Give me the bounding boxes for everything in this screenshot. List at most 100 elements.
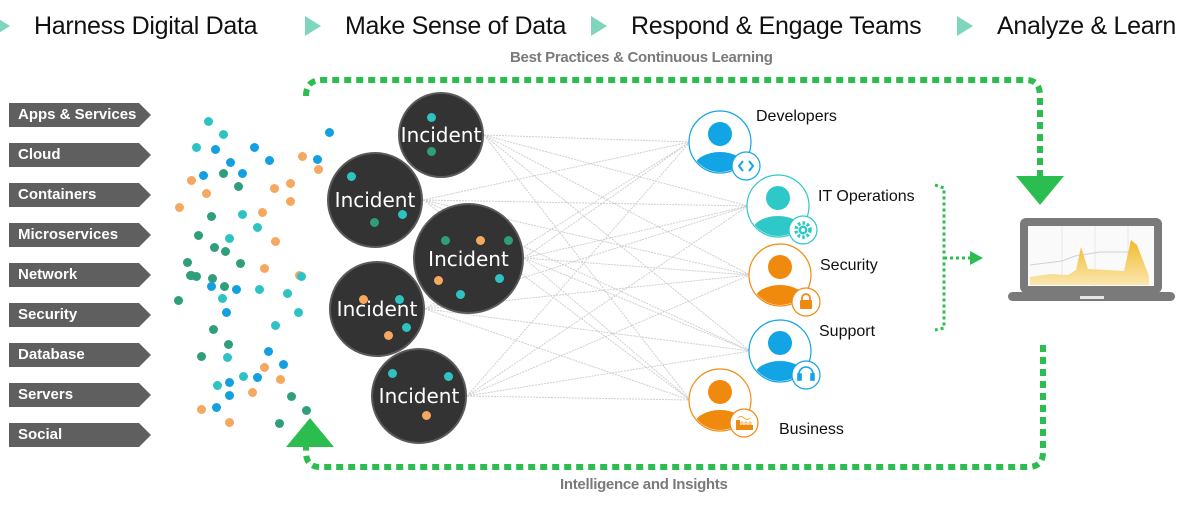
signal-dot (270, 184, 279, 193)
connection-line (523, 257, 751, 276)
connection-line (424, 205, 749, 310)
source-security: Security (9, 303, 151, 327)
incident-signal-dot (398, 210, 407, 219)
incident-bubble[interactable]: Incident (329, 261, 425, 357)
incident-signal-dot (444, 372, 453, 381)
source-label: Security (18, 306, 78, 323)
signal-dot (250, 143, 259, 152)
signal-dot (248, 388, 257, 397)
signal-dot (283, 289, 292, 298)
connection-line (466, 141, 691, 397)
signal-dot (260, 363, 269, 372)
signal-dot (174, 296, 183, 305)
incident-label: Incident (334, 188, 416, 212)
signal-dot (225, 391, 234, 400)
connection-line (466, 350, 751, 397)
signal-dot (302, 406, 311, 415)
incident-label: Incident (336, 297, 418, 321)
signal-dot (197, 405, 206, 414)
signal-dot (260, 264, 269, 273)
signal-dot (313, 155, 322, 164)
signal-dot (208, 274, 217, 283)
incident-bubble[interactable]: Incident (371, 348, 467, 444)
step-arrow-icon (305, 16, 321, 36)
signal-dot (219, 169, 228, 178)
bottom-feedback-loop (303, 345, 1046, 470)
incident-signal-dot (456, 290, 465, 299)
signal-dot (279, 360, 288, 369)
incident-signal-dot (402, 323, 411, 332)
incident-bubble[interactable]: Incident (413, 203, 524, 314)
laptop-icon (1008, 218, 1175, 301)
step-arrow-icon (591, 16, 607, 36)
signal-dot (294, 308, 303, 317)
source-label: Microservices (18, 226, 119, 243)
source-label: Social (18, 426, 63, 443)
signal-dot (314, 165, 323, 174)
step-make-sense-of-data: Make Sense of Data (305, 8, 566, 44)
connection-line (466, 274, 751, 397)
step-label: Make Sense of Data (345, 11, 567, 40)
incident-label: Incident (428, 246, 509, 271)
team-label-security: Security (820, 257, 878, 274)
bottom-loop-label: Intelligence and Insights (560, 476, 728, 493)
signal-dot (225, 418, 234, 427)
source-microservices: Microservices (9, 223, 151, 247)
signal-dot (255, 285, 264, 294)
signal-dot (220, 282, 229, 291)
connection-line (483, 134, 751, 352)
incident-signal-dot (427, 113, 436, 122)
incident-signal-dot (422, 411, 431, 420)
incident-signal-dot (476, 236, 485, 245)
signal-dot (202, 189, 211, 198)
signal-dot (232, 285, 241, 294)
team-label-it-operations: IT Operations (818, 188, 915, 205)
signal-dot (219, 130, 228, 139)
laptop-chart-area (1030, 240, 1149, 285)
step-label: Respond & Engage Teams (631, 11, 922, 40)
incident-signal-dot (347, 172, 356, 181)
connection-line (424, 308, 691, 401)
teams-bracket (934, 183, 946, 332)
incident-signal-dot (388, 369, 397, 378)
source-containers: Containers (9, 183, 151, 207)
signal-dot (187, 176, 196, 185)
signal-dot (222, 308, 231, 317)
connection-line (483, 134, 751, 276)
signal-dot (286, 197, 295, 206)
incident-bubble[interactable]: Incident (398, 92, 484, 178)
top-loop-label: Best Practices & Continuous Learning (510, 49, 773, 66)
signal-dot (258, 208, 267, 217)
connection-line (466, 205, 749, 397)
signal-dot (234, 182, 243, 191)
incident-bubble[interactable]: Incident (327, 152, 423, 248)
signal-dot (211, 145, 220, 154)
signal-dot (225, 378, 234, 387)
source-servers: Servers (9, 383, 151, 407)
signal-dot (253, 223, 262, 232)
source-apps-services: Apps & Services (9, 103, 151, 127)
signal-dot (212, 403, 221, 412)
signal-dot (207, 282, 216, 291)
signal-dot (210, 243, 219, 252)
source-label: Servers (18, 386, 74, 403)
signal-dot (183, 258, 192, 267)
signal-dot (265, 156, 274, 165)
signal-dot (186, 271, 195, 280)
signal-dot (213, 381, 222, 390)
signal-dot (226, 158, 235, 167)
signal-dot (207, 212, 216, 221)
incident-signal-dot (384, 331, 393, 340)
signal-dot (194, 231, 203, 240)
step-arrow-icon (957, 16, 973, 36)
signal-dot (175, 203, 184, 212)
signal-dot (275, 419, 284, 428)
signal-dot (264, 347, 273, 356)
step-analyze-learn: Analyze & Learn (957, 8, 1176, 44)
source-database: Database (9, 343, 151, 367)
signal-dot (276, 375, 285, 384)
incident-label: Incident (400, 123, 482, 147)
source-network: Network (9, 263, 151, 287)
